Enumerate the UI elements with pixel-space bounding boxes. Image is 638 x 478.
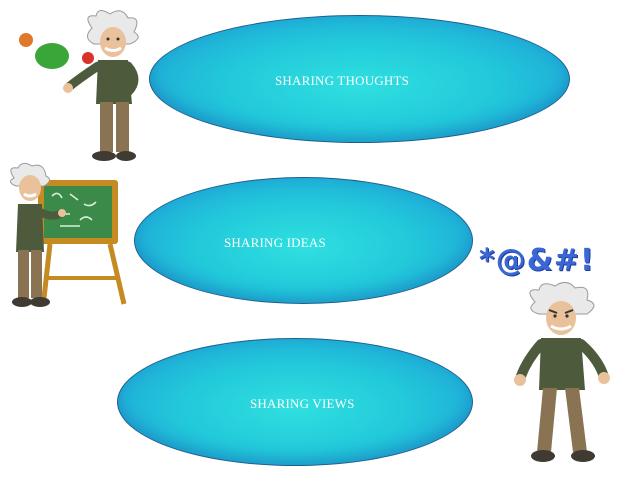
sharing-thoughts-ellipse bbox=[149, 15, 570, 143]
sharing-views-label: SHARING VIEWS bbox=[250, 396, 355, 411]
sharing-ideas-ellipse bbox=[134, 177, 473, 304]
sharing-views-ellipse bbox=[117, 338, 473, 466]
grawlix-symbols-icon: *@&#! bbox=[475, 243, 635, 285]
einstein-juggling-icon bbox=[19, 10, 139, 161]
einstein-angry-icon bbox=[514, 282, 610, 462]
grawlix-symbols-text: *@&#! bbox=[479, 243, 595, 278]
sharing-thoughts-label: SHARING THOUGHTS bbox=[275, 73, 410, 88]
sharing-ideas-label: SHARING IDEAS bbox=[224, 235, 326, 250]
einstein-chalkboard-icon bbox=[10, 162, 127, 307]
